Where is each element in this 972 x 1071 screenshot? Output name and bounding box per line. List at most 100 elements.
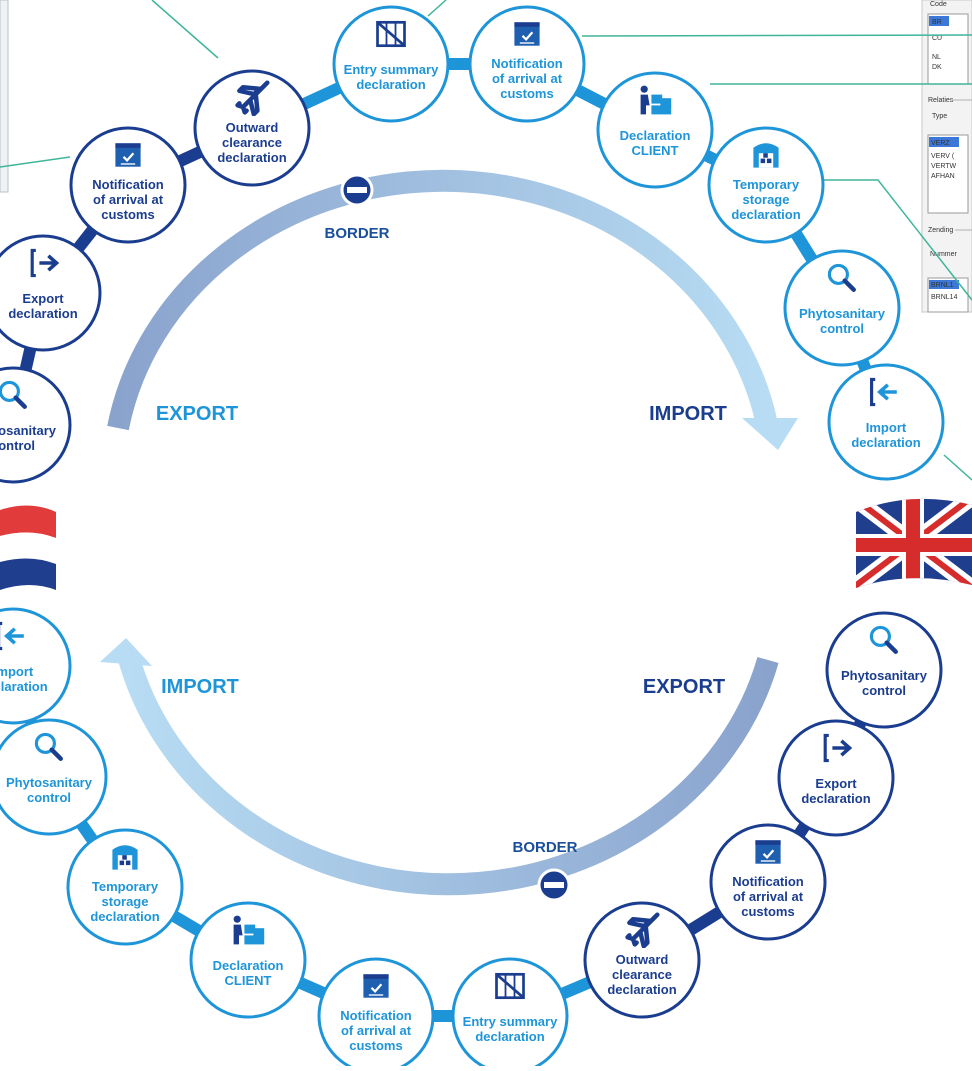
import-bottom-label: IMPORT: [161, 676, 239, 698]
node-circle: [709, 823, 827, 941]
panel-zending-0: BRNL1: [931, 282, 954, 289]
top-arrowhead: [742, 418, 798, 450]
panel-code-0: BR: [932, 19, 942, 26]
callout-line: [812, 179, 972, 301]
panel-code-1: CU: [932, 35, 942, 42]
bottom-arc-arrow: [117, 652, 779, 896]
callout-lines: [0, 0, 972, 481]
callout-line: [943, 454, 972, 481]
panel-type-label: Type: [932, 113, 947, 120]
center-arrows: BORDER BORDER EXPORT IMPORT IMPORT EXPOR…: [100, 169, 798, 902]
crate-icon: [376, 20, 406, 48]
export-top-label: EXPORT: [156, 403, 238, 425]
border-bottom-label: BORDER: [512, 839, 577, 856]
node-circle: [468, 5, 586, 123]
callout-line: [0, 156, 71, 168]
software-panel: Code BR CU NL DK Relaties Type VERZ VERV…: [921, 0, 972, 313]
node-circle: [332, 5, 450, 123]
border-bottom-icon-bar: [544, 882, 564, 888]
warehouse-icon: [112, 845, 138, 870]
notification-window-icon: [754, 839, 782, 865]
node-circle: [189, 901, 307, 1019]
callout-line: [581, 34, 972, 37]
node-circle: [0, 234, 102, 352]
warehouse-icon: [753, 143, 779, 168]
panel-type-0: VERZ: [931, 140, 950, 147]
panel-zending-1: BRNL14: [931, 294, 958, 301]
panel-code-3: DK: [932, 64, 942, 71]
node-circle: [66, 828, 184, 946]
node-circle: [69, 126, 187, 244]
node-circle: [783, 249, 901, 367]
crate-icon: [495, 972, 525, 1000]
import-top-label: IMPORT: [649, 403, 727, 425]
panel-relaties-label: Relaties: [928, 97, 954, 104]
notification-window-icon: [362, 973, 390, 999]
panel-zending-label: Zending: [928, 227, 953, 234]
panel-code-label: Code: [930, 1, 947, 8]
callout-line: [427, 0, 447, 17]
node-circle: [707, 126, 825, 244]
top-arc-arrow: [107, 169, 777, 431]
panel-type-1: VERV (: [931, 153, 955, 160]
panel-nummer-label: Nummer: [930, 251, 958, 258]
notification-window-icon: [114, 142, 142, 168]
bottom-arrowhead: [100, 638, 152, 666]
node-circle: [193, 69, 311, 187]
node-circle: [777, 719, 895, 837]
border-top-icon-bar: [347, 187, 367, 193]
node-circle: [583, 901, 701, 1019]
panel-type-3: AFHAN: [931, 173, 955, 180]
node-circle: [825, 611, 943, 729]
notification-window-icon: [513, 21, 541, 47]
left-panel-fragment: [0, 0, 9, 193]
export-bottom-label: EXPORT: [643, 676, 725, 698]
node-circle: [596, 71, 714, 189]
node-circle: [317, 957, 435, 1071]
node-circle: [0, 718, 108, 836]
netherlands-flag: [0, 505, 56, 590]
uk-flag: [856, 498, 972, 588]
panel-code-2: NL: [932, 54, 941, 61]
